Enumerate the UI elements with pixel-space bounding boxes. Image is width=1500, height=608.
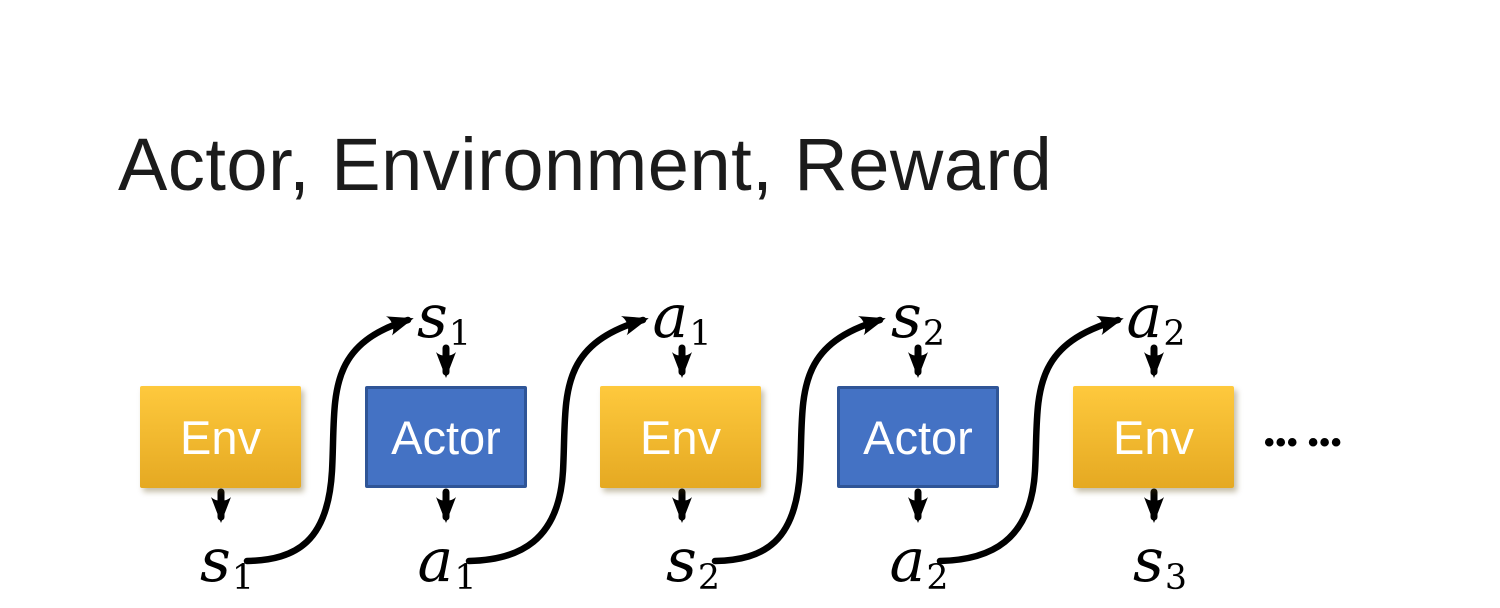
label-base: s (200, 526, 231, 596)
label-sub: 1 (231, 558, 254, 599)
env-box-2: Env (600, 386, 761, 488)
label-base: s (666, 526, 697, 596)
actor-box-1: Actor (365, 386, 527, 488)
box-label: Actor (863, 410, 973, 464)
label-a1-bottom: a1 (418, 531, 477, 596)
continuation-ellipsis: ••• ••• (1264, 426, 1343, 459)
slide-title: Actor, Environment, Reward (118, 123, 1053, 206)
label-sub: 2 (1163, 314, 1186, 355)
box-label: Env (640, 410, 721, 464)
label-sub: 1 (448, 314, 471, 355)
label-sub: 2 (926, 558, 949, 599)
label-a2-bottom: a2 (890, 531, 949, 596)
box-label: Env (180, 410, 261, 464)
label-s2-bottom: s2 (666, 531, 720, 596)
label-s2-top: s2 (891, 287, 945, 352)
label-sub: 2 (922, 314, 945, 355)
env-box-3: Env (1073, 386, 1234, 488)
label-base: a (889, 526, 926, 596)
label-a2-top: a2 (1127, 287, 1186, 352)
label-sub: 1 (689, 314, 712, 355)
label-sub: 3 (1164, 558, 1187, 599)
label-base: a (652, 282, 689, 352)
label-a1-top: a1 (653, 287, 712, 352)
flow-arrow-s1-up (243, 316, 414, 565)
label-base: s (891, 282, 922, 352)
label-s1-bottom: s1 (200, 531, 254, 596)
label-base: a (417, 526, 454, 596)
actor-box-2: Actor (837, 386, 999, 488)
box-label: Actor (391, 410, 501, 464)
label-sub: 1 (454, 558, 477, 599)
box-label: Env (1113, 410, 1194, 464)
label-sub: 2 (697, 558, 720, 599)
flow-arrow-a2-up (936, 315, 1124, 565)
label-s3-bottom: s3 (1133, 531, 1187, 596)
env-box-1: Env (140, 386, 301, 488)
label-base: a (1126, 282, 1163, 352)
label-base: s (417, 282, 448, 352)
label-s1-top: s1 (417, 287, 471, 352)
flow-arrow-s2-up (711, 316, 886, 565)
flow-arrow-a1-up (465, 316, 649, 565)
label-base: s (1133, 526, 1164, 596)
